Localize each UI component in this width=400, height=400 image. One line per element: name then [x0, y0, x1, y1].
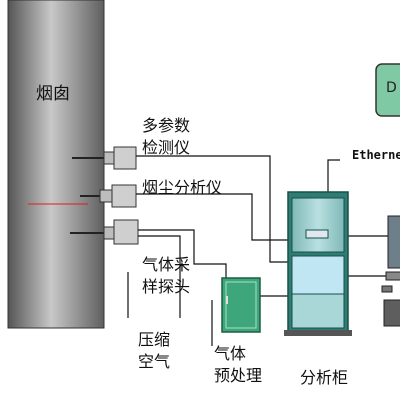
dust-analyzer-label: 烟尘分析仪 [142, 178, 223, 197]
multi-param-label-1: 多参数 [142, 116, 191, 135]
chimney-label: 烟囱 [36, 84, 70, 104]
compressed-air-label-1: 压缩 [138, 330, 171, 349]
connection-wires [136, 155, 392, 346]
analysis-cabinet-label: 分析柜 [300, 368, 349, 387]
gas-sampling-probe [70, 219, 139, 245]
gas-pretreatment-unit [221, 277, 261, 333]
multi-param-label-2: 检测仪 [142, 138, 191, 157]
remote-unit-label: D [386, 80, 397, 96]
gas-pretreat-label-2: 预处理 [214, 366, 263, 385]
ethernet-label: Etherne [352, 148, 400, 162]
compressed-air-label-2: 空气 [138, 352, 171, 371]
remote-unit-box [375, 63, 400, 117]
analysis-cabinet [284, 191, 352, 336]
multi-param-probe [72, 146, 137, 170]
gas-sampling-label-2: 样探头 [142, 277, 191, 296]
chimney [7, 0, 105, 329]
computer-partial [381, 215, 400, 327]
gas-pretreat-label-1: 气体 [214, 344, 247, 363]
gas-sampling-label-1: 气体采 [142, 255, 191, 274]
dust-analyzer-probe [80, 184, 137, 208]
